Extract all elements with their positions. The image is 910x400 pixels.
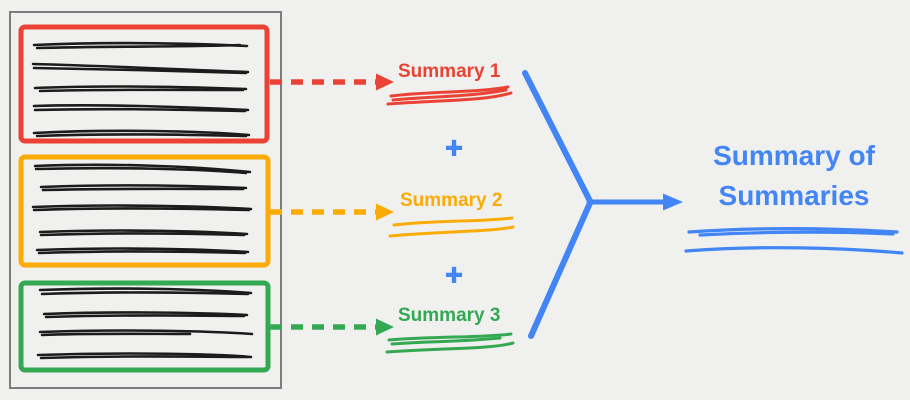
scribble-line <box>32 207 251 212</box>
merge-arrow <box>522 70 683 339</box>
scribble-line <box>687 227 899 234</box>
arrow-section2-to-summary2 <box>270 203 394 221</box>
scribble-line <box>698 230 895 237</box>
scribble-line <box>32 66 248 75</box>
scribble-line <box>387 332 513 342</box>
section-1-box <box>18 24 270 144</box>
section-3-box <box>18 280 271 373</box>
scribble-line <box>38 229 249 236</box>
scribble-line <box>392 216 514 227</box>
arrowhead <box>376 318 394 336</box>
scribble-line <box>389 85 510 98</box>
scribble-line <box>35 133 248 138</box>
scribble-line <box>37 250 247 255</box>
final-summary-title-line2: Summaries <box>719 180 870 211</box>
scribble-line <box>44 314 246 319</box>
scribble-line <box>38 88 245 93</box>
final-summary-scribble <box>684 227 904 255</box>
summary-1-scribble <box>386 85 513 106</box>
scribble-line <box>35 43 242 50</box>
scribble-line <box>391 88 508 102</box>
scribble-line <box>41 187 245 192</box>
scribble-line <box>388 225 515 238</box>
arrowhead <box>376 73 394 91</box>
plus-operator-2: + <box>445 259 463 292</box>
scribble-line <box>38 329 254 336</box>
arrow-section1-to-summary1 <box>270 73 394 91</box>
summary-2-label: Summary 2 <box>400 190 502 211</box>
scribble-line <box>33 163 252 174</box>
section-2-text-scribbles <box>31 163 253 255</box>
section-2-box <box>18 154 271 268</box>
scribble-line <box>40 332 192 337</box>
scribble-line <box>385 341 515 354</box>
arrow-section3-to-summary3 <box>270 318 394 336</box>
scribble-line <box>32 129 251 137</box>
scribble-line <box>32 104 250 112</box>
scribble-line <box>39 355 250 360</box>
scribble-line <box>39 184 248 190</box>
scribble-line <box>39 232 246 237</box>
summary-3-scribble <box>385 332 515 354</box>
scribble-line <box>31 204 253 211</box>
scribble-line <box>33 107 247 113</box>
scribble-line <box>40 291 250 296</box>
final-summary-title-line1: Summary of <box>713 140 875 171</box>
scribble-line <box>42 311 249 317</box>
section-3-text-scribbles <box>36 287 254 360</box>
arrowhead <box>663 193 683 211</box>
section-1-text-scribbles <box>31 41 251 138</box>
scribble-line <box>684 246 904 255</box>
scribble-line <box>38 287 253 295</box>
plus-operator-1: + <box>445 132 463 165</box>
summary-3-label: Summary 3 <box>398 305 500 326</box>
scribble-line <box>390 336 502 346</box>
summary-1-label: Summary 1 <box>398 61 501 82</box>
scribble-line <box>34 166 248 175</box>
merge-line-top <box>522 70 593 204</box>
scribble-line <box>35 247 250 254</box>
document-outline <box>9 11 282 389</box>
summary-2-scribble <box>388 216 515 238</box>
merge-line-bottom <box>528 200 593 339</box>
arrowhead <box>376 203 394 221</box>
scribble-line <box>33 85 248 91</box>
scribble-line <box>386 91 513 106</box>
